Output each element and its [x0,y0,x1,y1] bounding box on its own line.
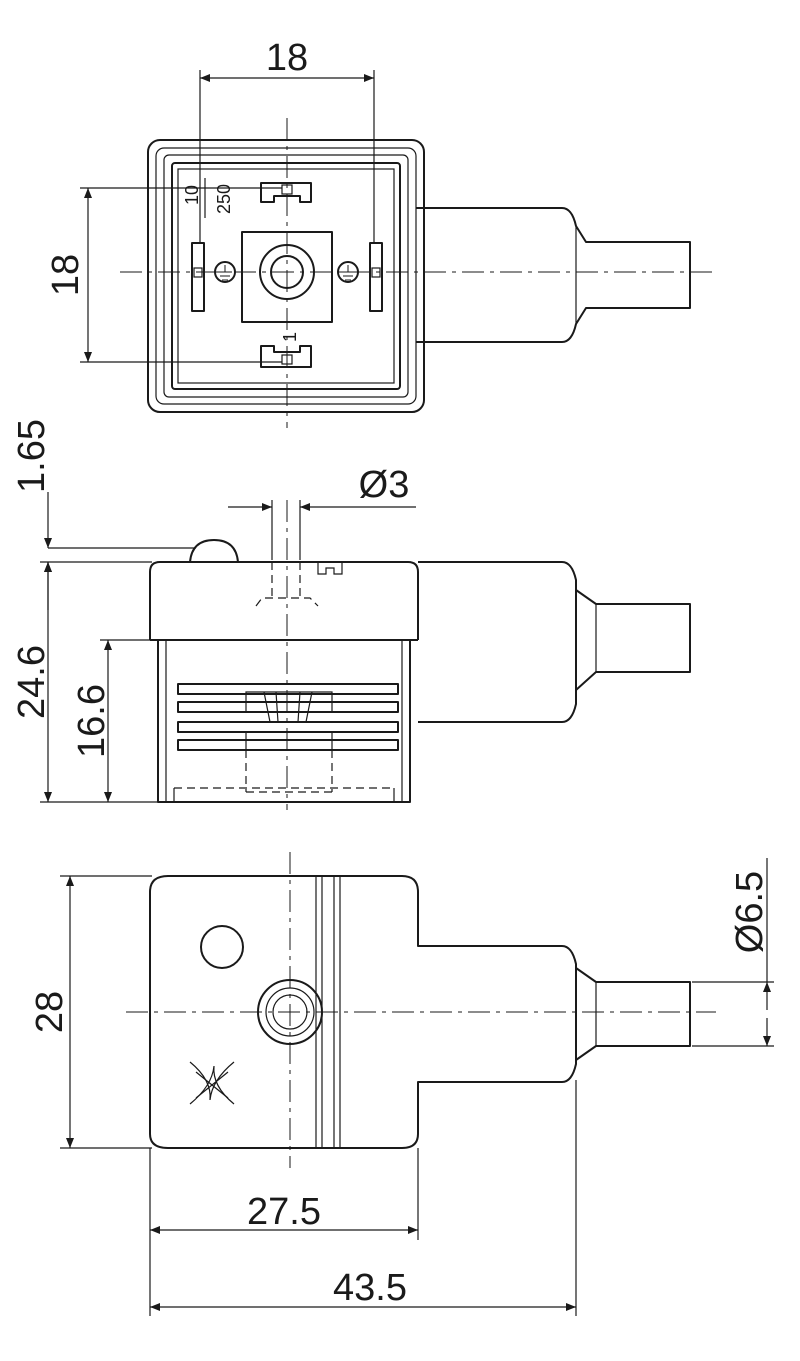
front-frame-2 [155,147,417,405]
dim-top-height: 28 [29,991,71,1033]
dim-body-length: 27.5 [247,1191,321,1233]
front-left-contact [191,242,205,312]
dim-body-height: 16.6 [71,684,113,758]
label-pin-one: 1 [280,332,300,342]
top-cable [575,967,691,1061]
dim-front-width: 18 [266,37,308,79]
dim-total-height: 24.6 [11,645,53,719]
dim-front-height: 18 [45,254,87,296]
top-indicator-hole [200,925,244,969]
front-frame-5 [177,168,395,384]
top-body-outline [149,875,577,1149]
top-view: 28 Ø6.5 27.5 43.5 [29,852,774,1316]
front-cable-boss [416,207,691,343]
front-top-contact [260,182,312,203]
side-lower-body [157,639,411,803]
label-250: 250 [214,184,234,214]
front-frame-4 [171,162,401,390]
front-right-contact [369,242,383,312]
dim-offset: 1.65 [11,419,53,493]
dim-hole-diameter: Ø3 [359,464,410,506]
side-screw-head [189,539,239,563]
label-ten: 10 [182,185,202,205]
front-view: 10 250 1 18 18 [45,37,712,428]
front-outer-frame [147,139,425,413]
side-upper-housing [149,561,419,640]
dim-cable-diameter: Ø6.5 [729,871,771,953]
front-frame-3 [163,154,409,398]
dim-total-length: 43.5 [333,1267,407,1309]
side-view: Ø3 1.65 24.6 16.6 [11,419,691,810]
side-cable-boss [418,561,577,723]
front-bottom-contact [260,345,312,368]
brand-x-icon [189,1061,235,1105]
